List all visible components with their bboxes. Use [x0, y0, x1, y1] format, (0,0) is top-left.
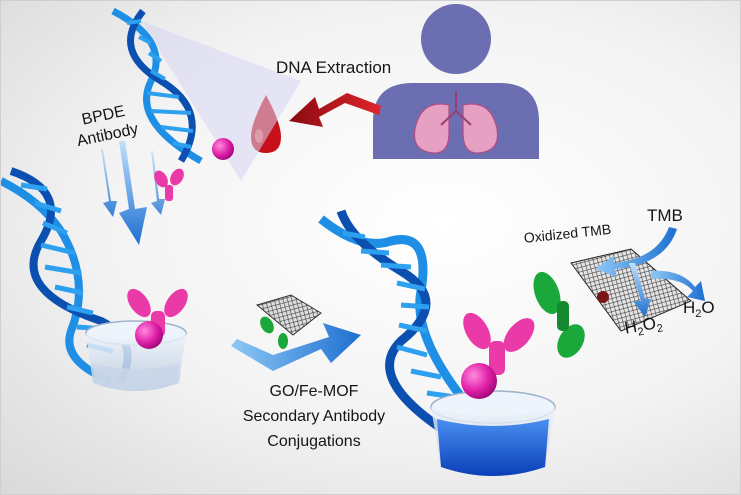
h2o-sub: 2 [695, 308, 702, 320]
tmb-label: TMB [647, 206, 683, 225]
dna-helix-right [318, 209, 485, 445]
bpde-adduct-icon [461, 363, 497, 399]
blue-arrow-conjugation [231, 323, 361, 371]
dna-extraction-label: DNA Extraction [276, 58, 392, 77]
blue-arrows-down [101, 141, 165, 245]
conjugation-label-line3: Conjugations [267, 433, 361, 450]
conjugation-label-line2: Secondary Antibody [242, 408, 386, 425]
antibody-icon-small [154, 168, 184, 201]
h2o-o: O [701, 298, 715, 317]
blue-arrows-tmb [595, 227, 705, 317]
conjugation-label: GO/Fe-MOF Secondary Antibody Conjugation… [229, 379, 399, 454]
graphene-oxide-sheet-icon [255, 294, 322, 349]
antibody-icon-right [461, 312, 535, 399]
beaker-right-icon [430, 390, 556, 476]
bpde-adduct-icon [135, 321, 163, 349]
lungs-icon [413, 91, 499, 154]
dna-helix-top [111, 7, 301, 181]
person-with-lungs-icon [373, 4, 539, 159]
red-arrow-extraction [289, 93, 381, 127]
antibody-icon-left [127, 288, 188, 349]
conjugation-label-line1: GO/Fe-MOF [269, 383, 359, 400]
h2o-label: H2O [683, 298, 715, 320]
h2o-h: H [683, 298, 696, 317]
bpde-adduct-icon [212, 138, 234, 160]
